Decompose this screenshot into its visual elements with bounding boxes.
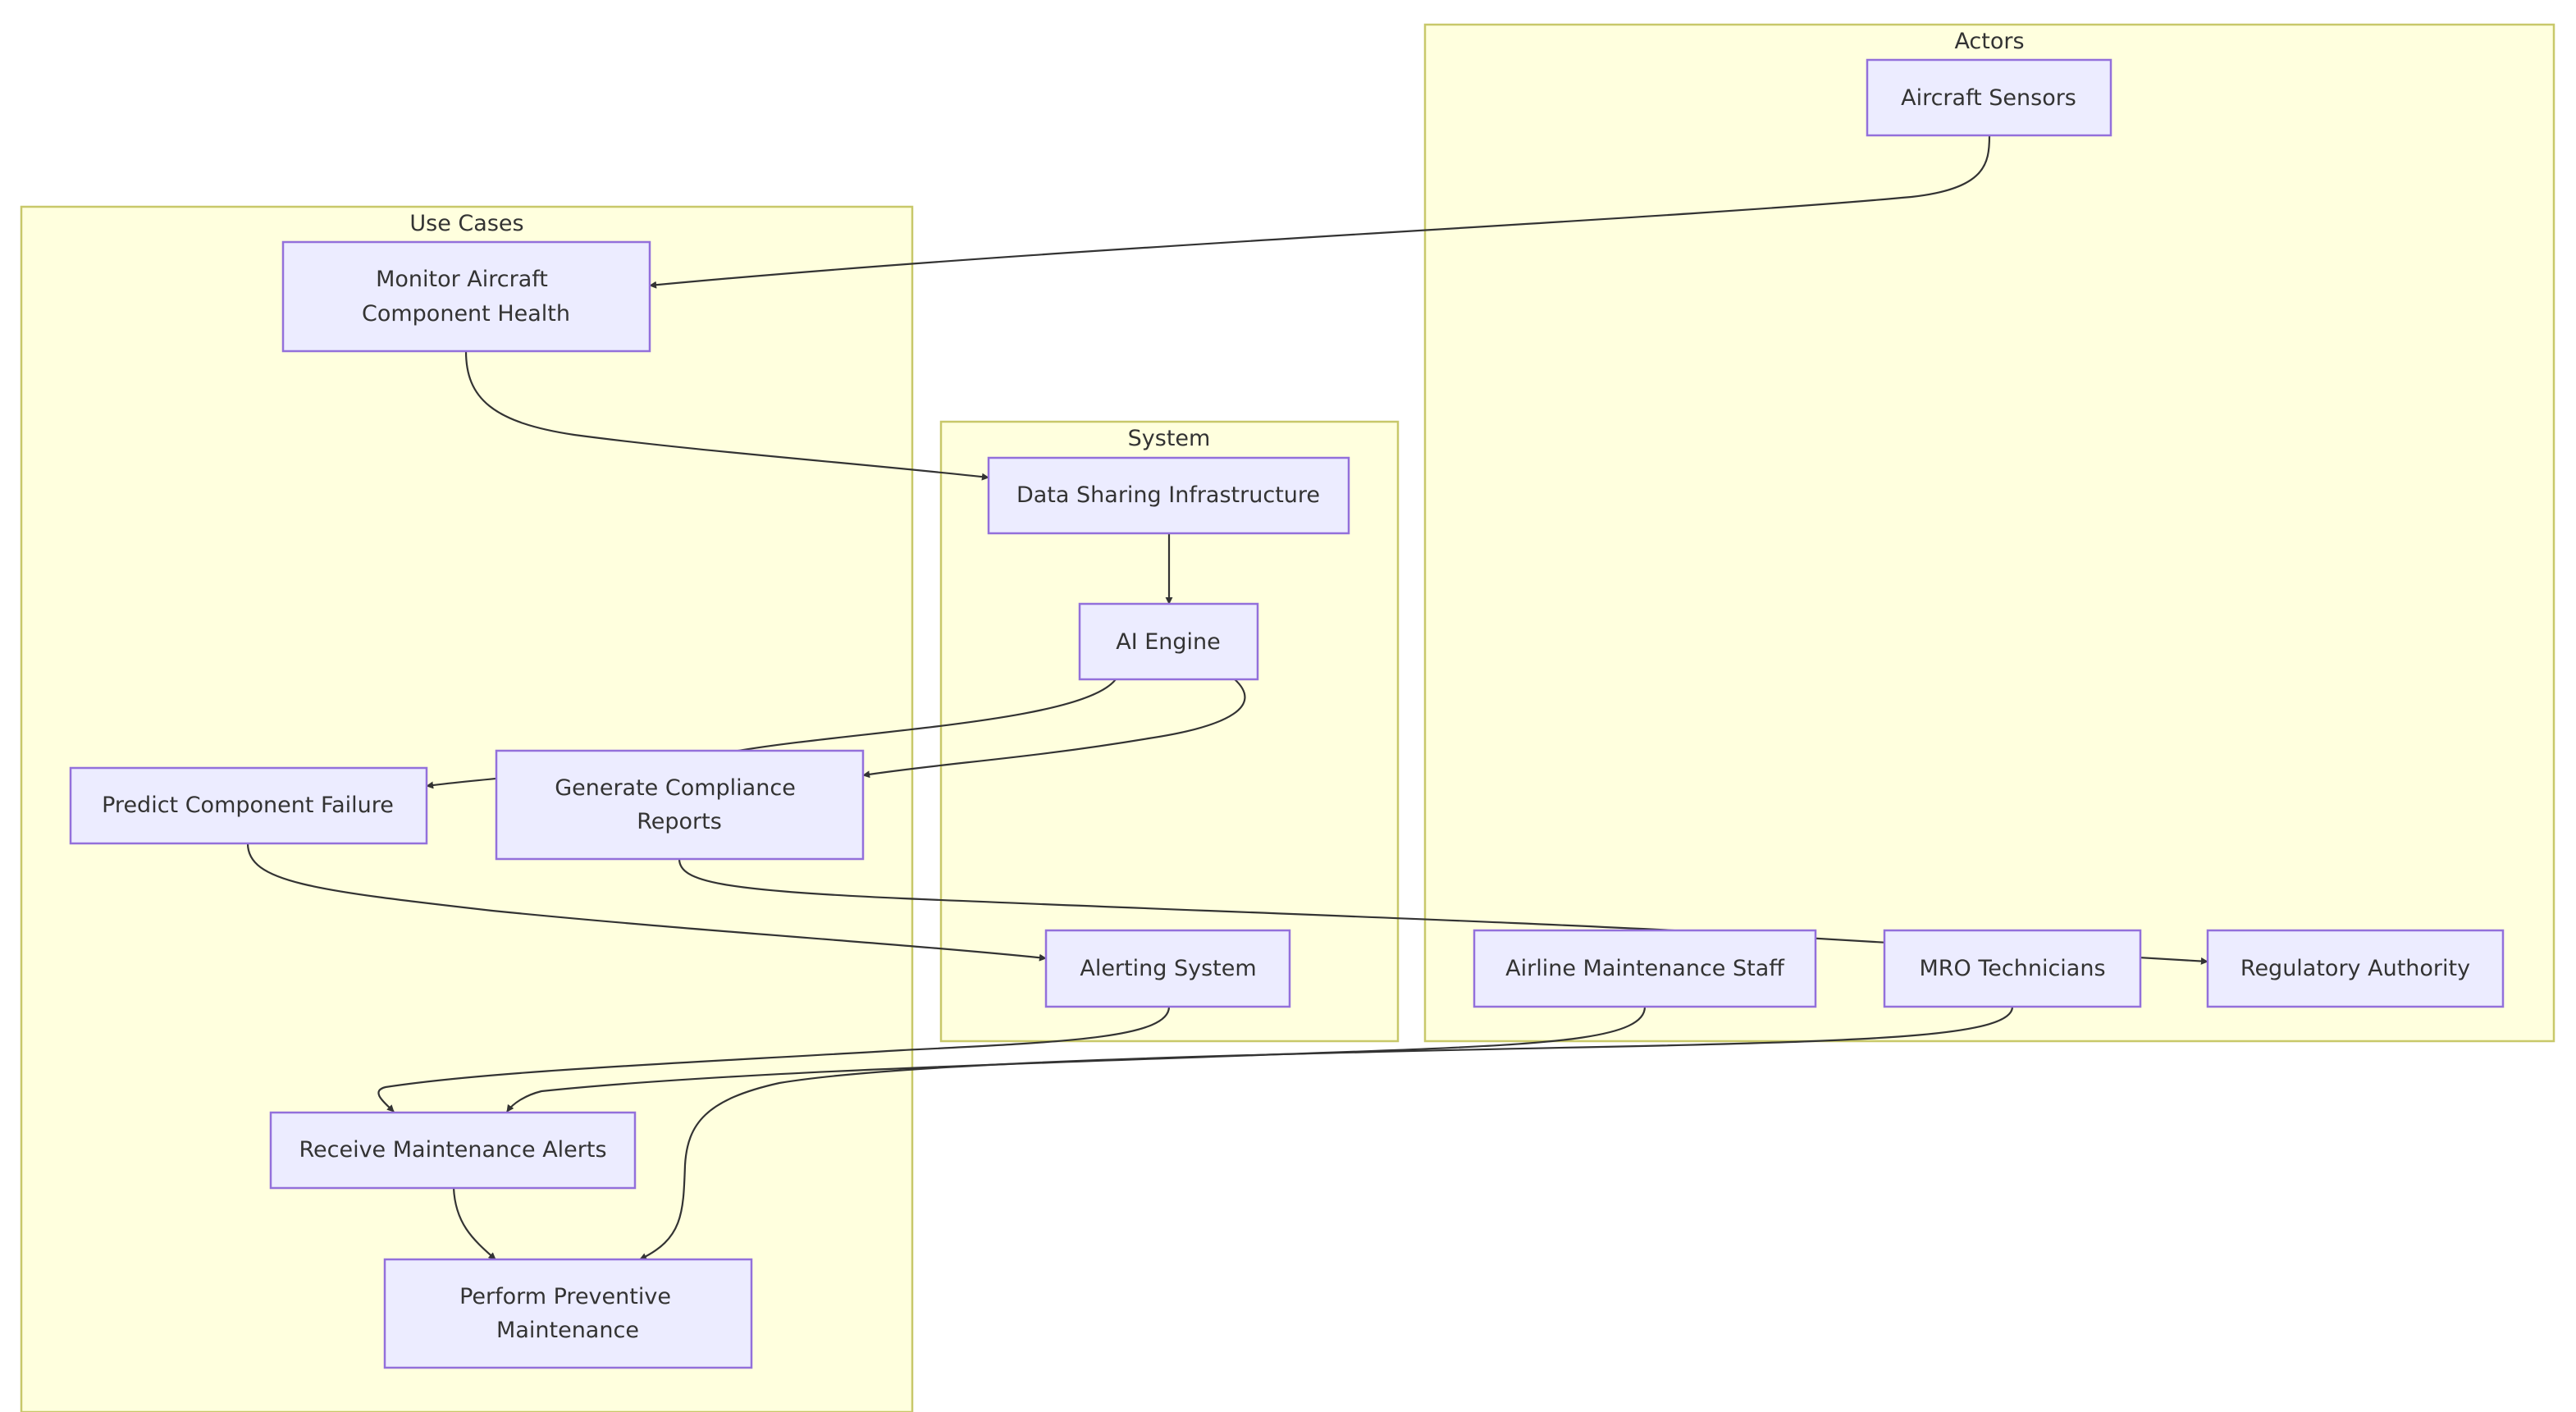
cluster-use-cases-label: Use Cases <box>409 211 523 236</box>
node-preventive-maintenance-label-line1: Perform Preventive <box>459 1284 671 1309</box>
edge-receive-alerts-to-preventive-maintenance <box>452 1187 496 1260</box>
node-regulatory-authority: Regulatory Authority <box>2206 929 2505 1008</box>
cluster-system-label: System <box>1128 426 1211 451</box>
node-monitor-health-label-line2: Component Health <box>362 301 570 327</box>
edge-ai-engine-to-compliance-reports <box>862 679 1246 779</box>
node-compliance-reports-label-line2: Reports <box>637 809 722 834</box>
node-ai-engine-label: AI Engine <box>1116 629 1221 655</box>
node-airline-staff: Airline Maintenance Staff <box>1473 929 1817 1008</box>
node-mro-technicians-label: MRO Technicians <box>1919 956 2105 981</box>
node-preventive-maintenance: Perform Preventive Maintenance <box>383 1258 753 1369</box>
node-predict-failure: Predict Component Failure <box>69 766 428 845</box>
node-airline-staff-label: Airline Maintenance Staff <box>1505 956 1785 981</box>
node-compliance-reports-label-line1: Generate Compliance <box>555 775 796 801</box>
node-data-sharing-label: Data Sharing Infrastructure <box>1016 482 1320 508</box>
node-regulatory-authority-label: Regulatory Authority <box>2240 956 2470 981</box>
node-alerting-system-label: Alerting System <box>1080 956 1256 981</box>
node-monitor-health: Monitor Aircraft Component Health <box>281 240 651 353</box>
node-receive-alerts: Receive Maintenance Alerts <box>269 1111 637 1190</box>
edge-monitor-health-to-data-sharing <box>464 350 989 481</box>
node-ai-engine: AI Engine <box>1078 602 1259 681</box>
node-receive-alerts-label: Receive Maintenance Alerts <box>299 1137 606 1163</box>
node-predict-failure-label: Predict Component Failure <box>102 793 394 818</box>
node-alerting-system: Alerting System <box>1044 929 1291 1008</box>
cluster-actors: Actors <box>1423 23 2555 1043</box>
node-monitor-health-label-line1: Monitor Aircraft <box>376 267 548 292</box>
node-data-sharing: Data Sharing Infrastructure <box>987 456 1350 535</box>
node-compliance-reports: Generate Compliance Reports <box>495 749 865 861</box>
edge-predict-failure-to-alerting-system <box>246 843 1047 962</box>
edge-mro-technicians-to-preventive-maintenance <box>639 1006 2014 1260</box>
node-aircraft-sensors-label: Aircraft Sensors <box>1901 85 2076 111</box>
node-mro-technicians: MRO Technicians <box>1883 929 2142 1008</box>
cluster-actors-label: Actors <box>1954 29 2024 54</box>
node-aircraft-sensors: Aircraft Sensors <box>1866 58 2112 137</box>
cluster-actors-box <box>1423 23 2555 1043</box>
node-preventive-maintenance-label-line2: Maintenance <box>496 1318 639 1343</box>
edge-aircraft-sensors-to-monitor-health <box>649 135 1991 289</box>
edge-alerting-system-to-receive-alerts <box>377 1006 1171 1113</box>
